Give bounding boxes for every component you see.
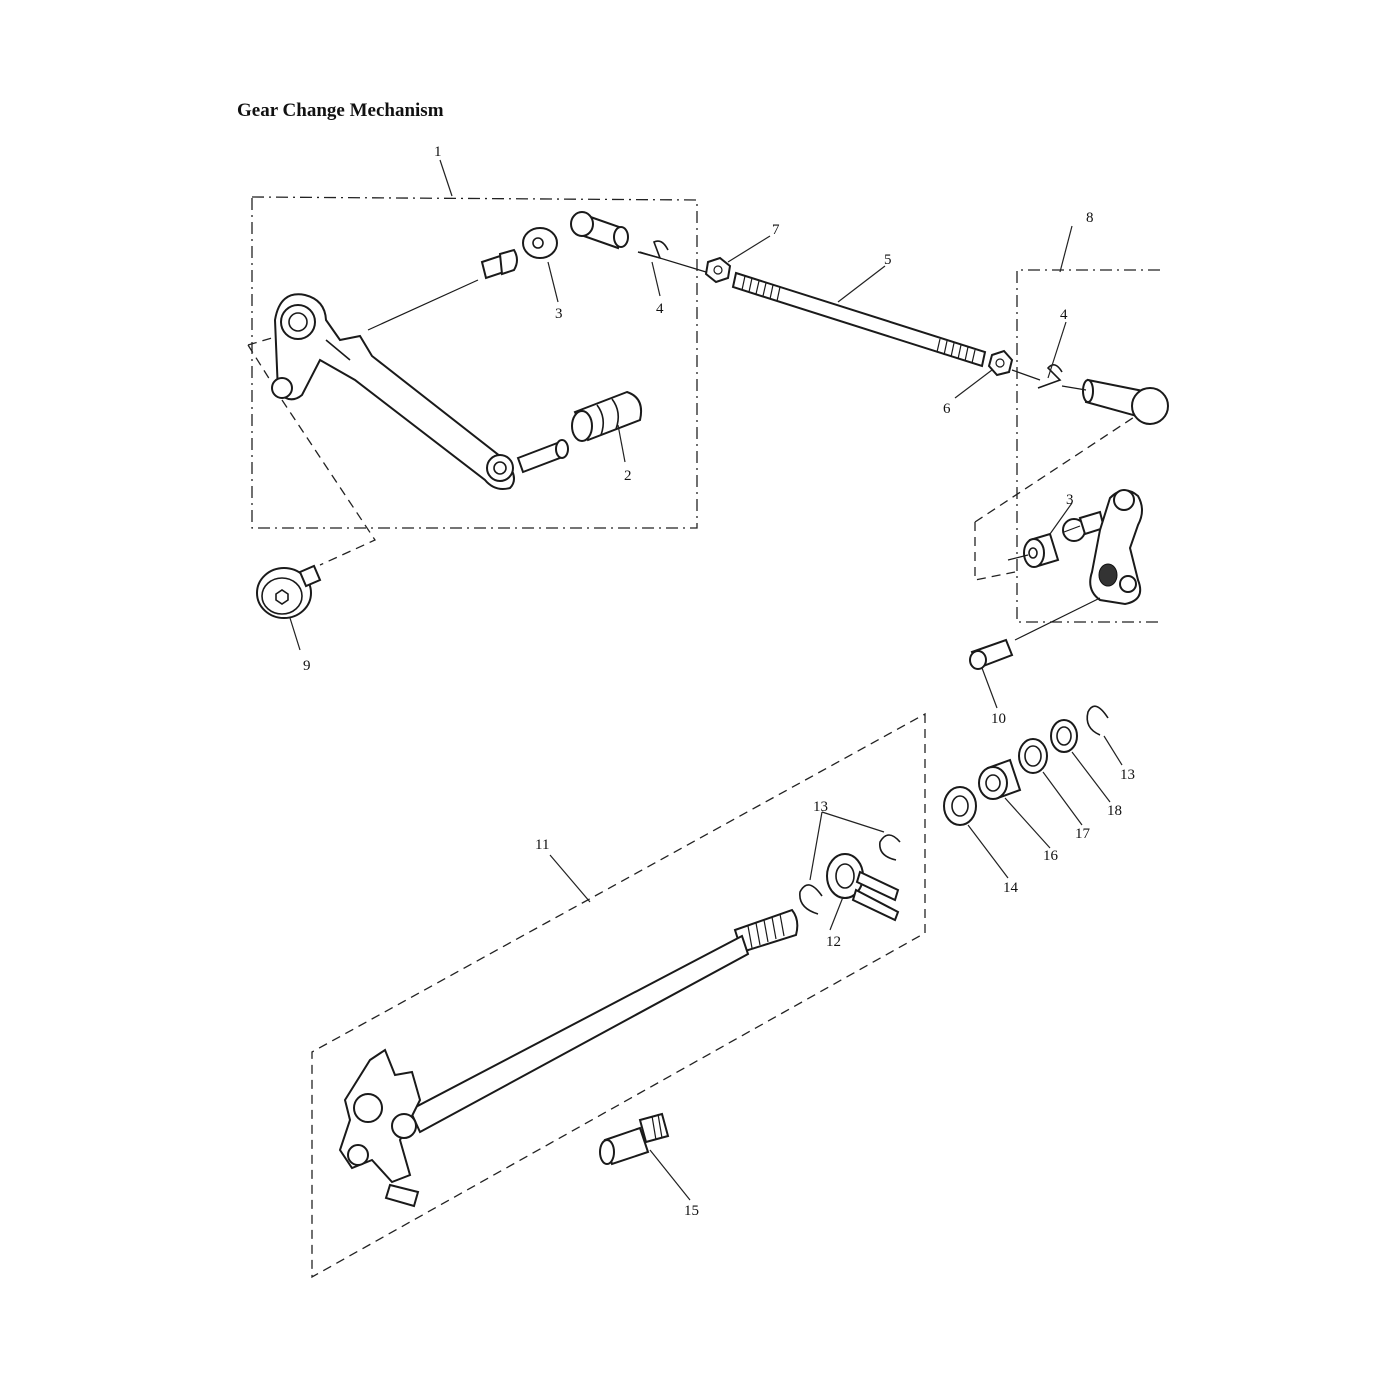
callout-10: 10	[991, 711, 1006, 727]
arm-bolt	[969, 638, 1014, 670]
diagram-title: Gear Change Mechanism	[237, 100, 444, 121]
callout-11: 11	[535, 837, 549, 853]
rod-end-lower	[1082, 378, 1169, 425]
foot-rubber	[571, 390, 643, 442]
callout-1: 1	[434, 144, 442, 160]
callout-16: 16	[1043, 848, 1059, 864]
callout-6: 6	[943, 401, 951, 417]
nut-upper	[704, 256, 732, 284]
callout-13-upper: 13	[813, 799, 828, 815]
callout-9: 9	[303, 658, 311, 674]
gear-lever	[271, 293, 515, 490]
callout-8: 8	[1086, 210, 1094, 226]
callout-labels: 1 2 3 4 7 5 8 4 6 3 9 10 13 18 17 16 14 …	[303, 144, 1135, 1219]
callout-4-lower: 4	[1060, 307, 1068, 323]
alignment-lines	[247, 251, 1101, 641]
callout-7: 7	[772, 222, 780, 238]
pivot-bolt-lower	[1062, 510, 1106, 542]
lever-peg	[516, 439, 569, 474]
circlip-13-right	[1086, 705, 1109, 736]
callout-13-right: 13	[1120, 767, 1135, 783]
washer-17	[1018, 738, 1048, 774]
callout-18: 18	[1107, 803, 1122, 819]
selector-mechanism	[338, 1048, 422, 1208]
shaft-collar	[826, 853, 900, 922]
nut-lower	[987, 349, 1014, 377]
leader-lines	[289, 159, 1123, 1201]
callout-14: 14	[1003, 880, 1019, 896]
callout-2: 2	[624, 468, 632, 484]
callout-3-lower: 3	[1066, 492, 1074, 508]
rod-end-upper	[570, 211, 629, 250]
callout-17: 17	[1075, 826, 1091, 842]
callout-12: 12	[826, 934, 841, 950]
circlip-13-lower	[799, 884, 823, 915]
callout-15: 15	[684, 1203, 699, 1219]
pivot-bolt-upper	[480, 248, 518, 280]
assembly-8-frame	[1016, 269, 1160, 623]
linkage-rod	[731, 271, 987, 368]
callout-4-upper: 4	[656, 301, 664, 317]
shift-arm	[1089, 489, 1143, 606]
assembly-1-frame	[251, 196, 698, 529]
bush-16	[978, 758, 1022, 800]
washer-14	[943, 786, 977, 826]
callout-3-upper: 3	[555, 306, 563, 322]
lever-pivot-bracket	[974, 399, 1161, 581]
callout-5: 5	[884, 252, 892, 268]
stud	[599, 1112, 670, 1166]
lever-pivot-bolt	[256, 564, 322, 619]
bush-upper	[522, 227, 558, 259]
selector-shaft	[408, 908, 799, 1134]
spring-clip-lower	[1037, 364, 1063, 389]
spring-clip-upper	[637, 240, 669, 260]
washer-18	[1050, 719, 1078, 753]
circlip-13-upper	[879, 834, 901, 861]
shaft-group-frame	[311, 712, 926, 1279]
bush-lower	[1023, 532, 1060, 568]
